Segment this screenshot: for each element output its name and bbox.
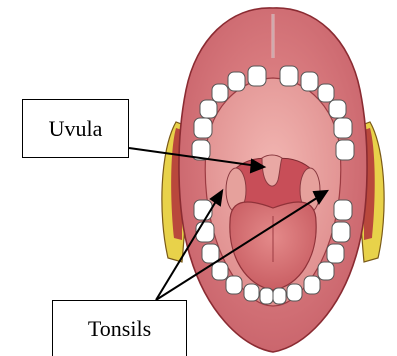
tonsils-label: Tonsils bbox=[52, 300, 187, 356]
uvula-label: Uvula bbox=[22, 99, 129, 158]
